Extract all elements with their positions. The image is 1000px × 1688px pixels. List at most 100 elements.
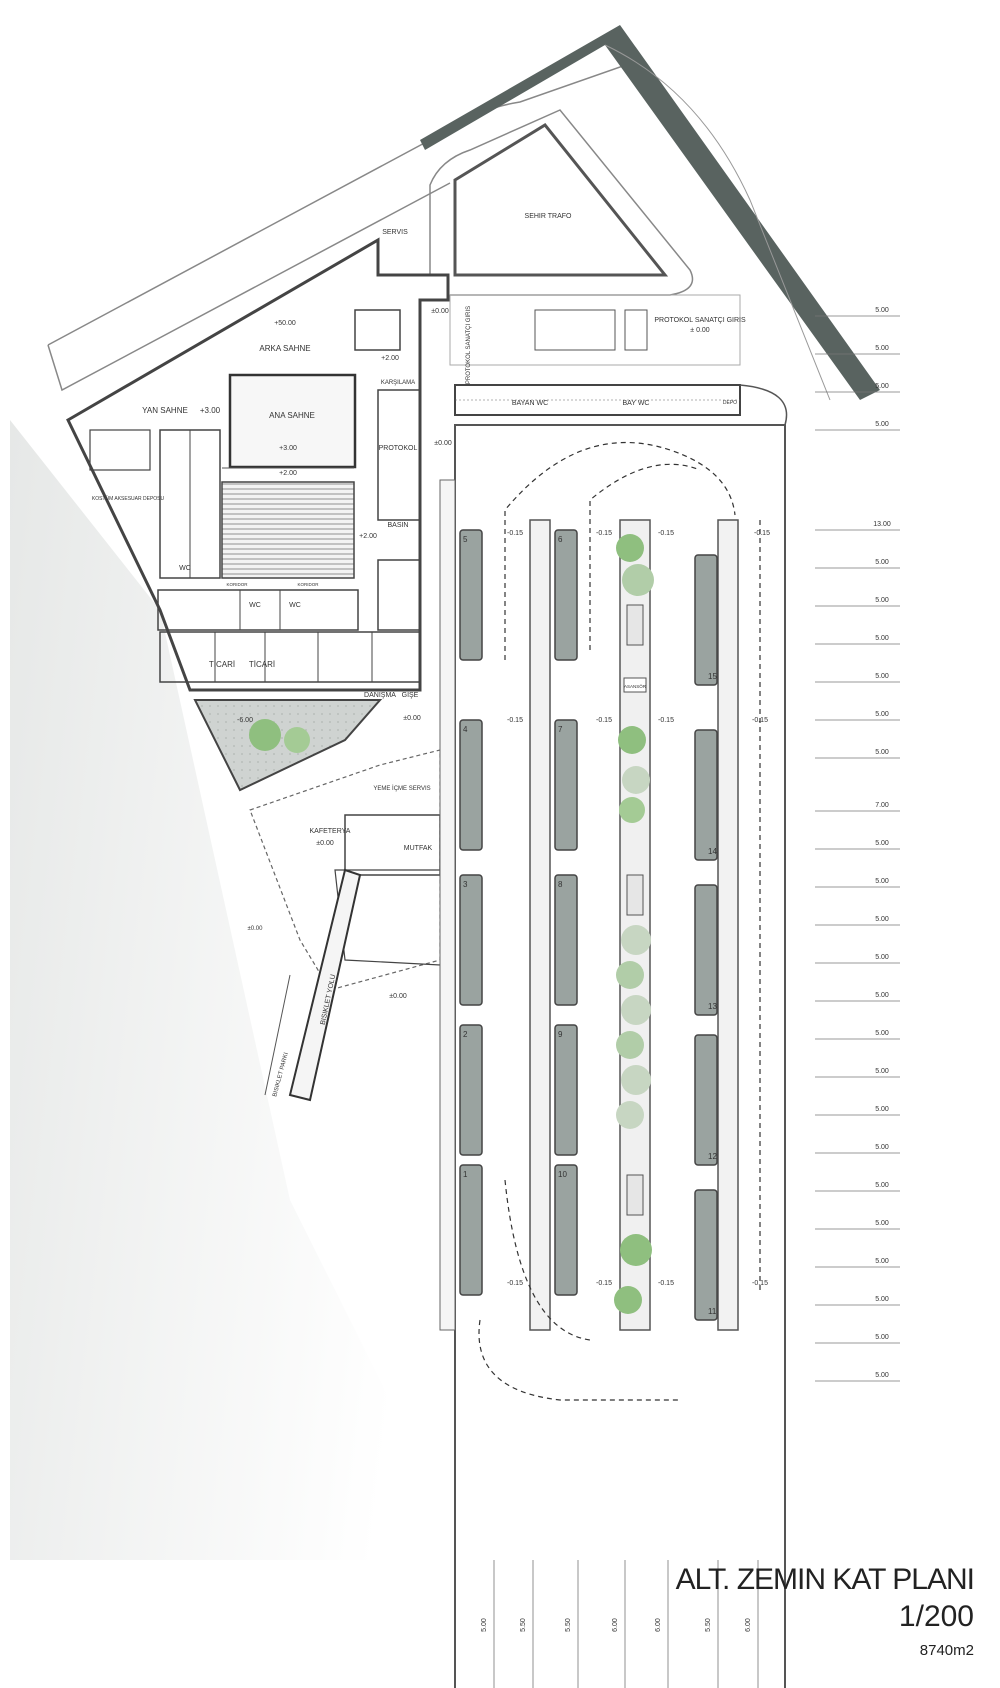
bus-shape: [554, 529, 578, 661]
plan-area: 8740m2: [919, 1642, 974, 1659]
dimension-right: 5.00: [875, 954, 889, 961]
bus-circulation: [478, 441, 761, 1401]
bus-shape: [459, 1024, 483, 1156]
dimension-right: 5.00: [875, 345, 889, 352]
dimension-right: 5.00: [875, 992, 889, 999]
platform-number: 10: [558, 1170, 567, 1179]
bus-bay-14: 14: [694, 729, 718, 861]
platform-number: 9: [558, 1030, 563, 1039]
dimension-right: 5.00: [875, 635, 889, 642]
dimension-bottom: 5.50: [520, 1618, 527, 1632]
label-peron-level-7: -0.15: [658, 717, 674, 724]
platform-number: 3: [463, 880, 468, 889]
platform-number: 13: [708, 1002, 717, 1011]
dimension-right: 5.00: [875, 711, 889, 718]
label-peron-level-5: -0.15: [507, 717, 523, 724]
trafo-room: [453, 123, 669, 277]
label-basin: BASIN: [387, 522, 408, 529]
bus-shape: [694, 729, 718, 861]
label-koridor-1: KORIDOR: [226, 582, 248, 587]
bus-bay-4: 4: [459, 719, 483, 851]
platform-number: 2: [463, 1030, 468, 1039]
retaining-wall: [420, 25, 880, 400]
dimension-right: 5.00: [875, 1030, 889, 1037]
bus-shape: [694, 554, 718, 686]
bus-bay-8: 8: [554, 874, 578, 1006]
label-wc-2: WC: [249, 602, 261, 609]
dimension-right: 5.00: [875, 1144, 889, 1151]
dimension-right: 5.00: [875, 1068, 889, 1075]
bus-bay-2: 2: [459, 1024, 483, 1156]
bus-bay-11: 11: [694, 1189, 718, 1321]
label-peron-level-11: -0.15: [658, 1280, 674, 1287]
plan-title: ALT. ZEMIN KAT PLANI: [675, 1563, 975, 1596]
dimension-right: 5.00: [875, 1258, 889, 1265]
label-yeme-icme: YEME İÇME SERVIS: [373, 785, 430, 792]
bus-bay-5: 5: [459, 529, 483, 661]
bus-bay-3: 3: [459, 874, 483, 1006]
label-terrace-level: ±0.00: [248, 926, 264, 932]
label-protokol-sanatci-giris: PROTOKOL SANATÇI GIRIS: [654, 317, 746, 324]
platform-number: 7: [558, 725, 563, 734]
label-basin-level: +2.00: [359, 533, 377, 540]
label-peron-level-4: -0.15: [754, 530, 770, 537]
bus-shape: [694, 1034, 718, 1166]
label-danisma: DANIŞMA: [364, 692, 396, 699]
platform-number: 8: [558, 880, 563, 889]
dimension-right: 5.00: [875, 840, 889, 847]
label-sahne-on-level: +2.00: [279, 470, 297, 477]
platform-number: 15: [708, 672, 717, 681]
dimension-right: 5.00: [875, 749, 889, 756]
dimension-right: 7.00: [875, 802, 889, 809]
label-ticari-2: TİCARİ: [249, 660, 275, 669]
platform-number: 14: [708, 847, 717, 856]
label-peron-level-12: -0.15: [752, 1280, 768, 1287]
bus-bay-15: 15: [694, 554, 718, 686]
dimension-bottom: 5.00: [481, 1618, 488, 1632]
label-ticari-1: TİCARİ: [209, 660, 235, 669]
bus-shape: [459, 1164, 483, 1296]
dimension-right: 5.00: [875, 1334, 889, 1341]
bus-shape: [554, 1024, 578, 1156]
bus-bay-13: 13: [694, 884, 718, 1016]
dimension-right: 5.00: [875, 878, 889, 885]
bus-bay-10: 10: [554, 1164, 578, 1296]
dimension-bottom: 5.50: [565, 1618, 572, 1632]
label-asansor: ASANSÖR: [624, 683, 647, 689]
bus-shape: [459, 719, 483, 851]
bus-shape: [554, 874, 578, 1006]
label-yan-sahne: YAN SAHNE: [142, 406, 188, 415]
label-gise: GİŞE: [402, 690, 419, 699]
label-peron-level-1: -0.15: [507, 530, 523, 537]
label-peron-level-3: -0.15: [658, 530, 674, 537]
label-yesil-level: -6.00: [237, 717, 253, 724]
wc-block: [454, 384, 741, 416]
dimension-bottom: 5.50: [705, 1618, 712, 1632]
label-mutfak: MUTFAK: [404, 845, 433, 852]
label-kostum: KOSTÜM AKSESUAR DEPOSU: [92, 495, 165, 502]
label-wc-1: WC: [179, 565, 191, 572]
dimension-right: 5.00: [875, 1220, 889, 1227]
bus-shape: [554, 719, 578, 851]
label-protokol-level: ± 0.00: [690, 327, 710, 334]
platform-number: 6: [558, 535, 563, 544]
dimension-bottom: 6.00: [655, 1618, 662, 1632]
bus-bay-9: 9: [554, 1024, 578, 1156]
label-arka-sahne: ARKA SAHNE: [259, 344, 310, 353]
label-protokol-giris-vertical: PROTOKOL SANATÇI GIRIS: [466, 306, 472, 384]
bus-shape: [554, 1164, 578, 1296]
label-yan-sahne-level: +3.00: [200, 406, 221, 415]
dimension-right: 5.00: [875, 597, 889, 604]
label-entry-level-1: ±0.00: [431, 308, 449, 315]
bus-shape: [459, 529, 483, 661]
label-karsilama-level: +2.00: [381, 355, 399, 362]
dimension-right: 5.00: [875, 383, 889, 390]
bus-bay-6: 6: [554, 529, 578, 661]
bus-bay-1: 1: [459, 1164, 483, 1296]
label-depo: DEPO: [723, 400, 737, 406]
label-ana-sahne-level: +3.00: [279, 445, 297, 452]
plan-scale: 1/200: [898, 1600, 974, 1633]
dimension-right: 5.00: [875, 1182, 889, 1189]
label-servis: SERVIS: [382, 229, 408, 236]
